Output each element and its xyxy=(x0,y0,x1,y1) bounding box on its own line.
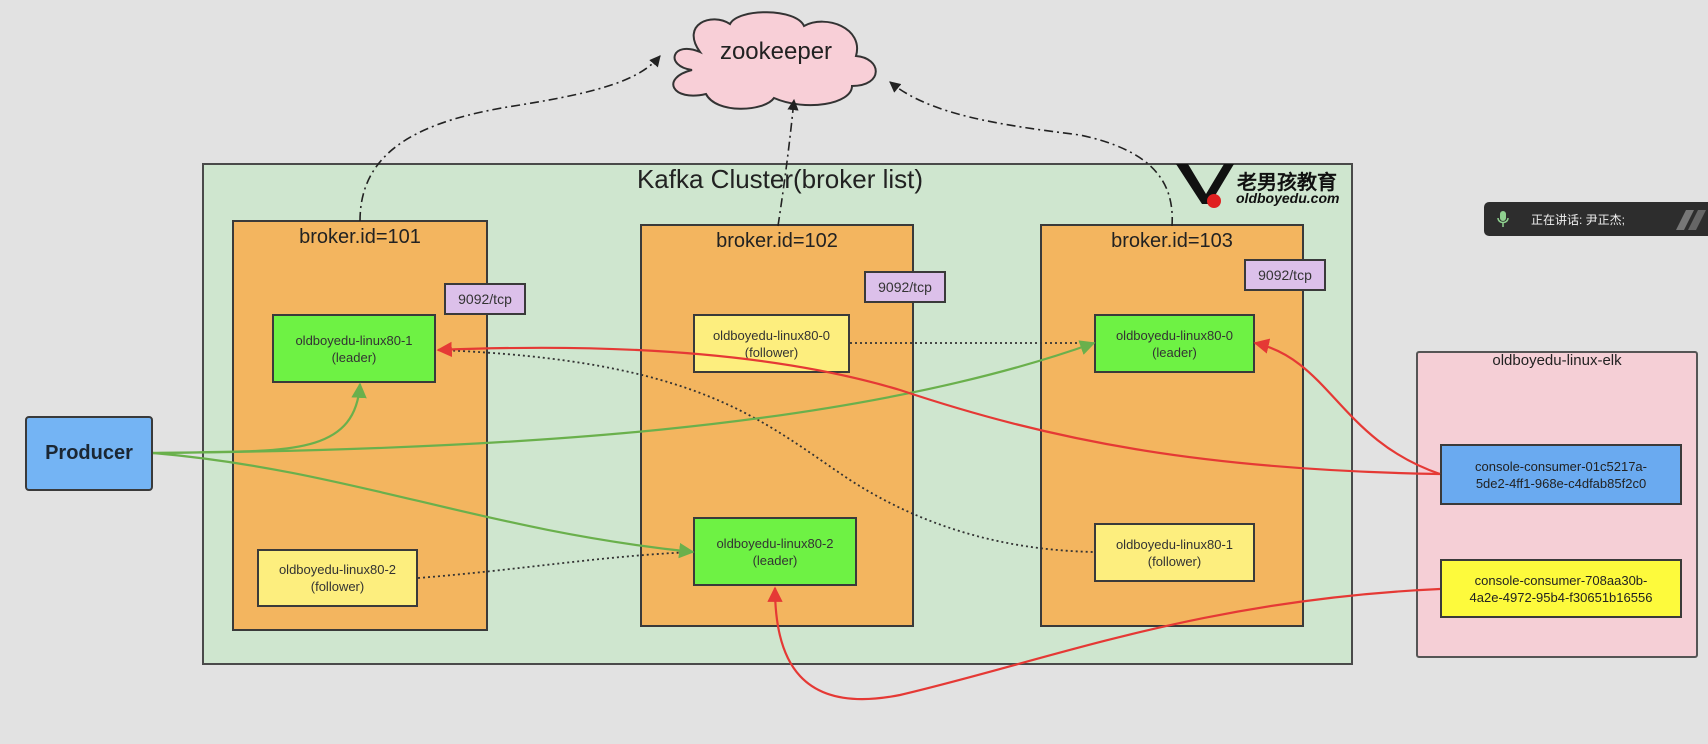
partition-leader: oldboyedu-linux80-1 (leader) xyxy=(272,314,436,383)
cluster-title: Kafka Cluster(broker list) xyxy=(636,164,924,194)
zk-link xyxy=(777,98,799,227)
partition-name: oldboyedu-linux80-1 xyxy=(295,332,413,348)
consumer-2: console-consumer-708aa30b- 4a2e-4972-95b… xyxy=(1440,559,1682,618)
consumer-id-line: console-consumer-01c5217a- xyxy=(1475,458,1647,474)
produce-arrow xyxy=(152,451,695,559)
partition-role: (follower) xyxy=(310,579,365,594)
speaking-text: 正在讲话: 尹正杰; xyxy=(1531,213,1626,227)
video-thumbnail-icon[interactable] xyxy=(1672,206,1706,232)
partition-name: oldboyedu-linux80-1 xyxy=(1115,536,1234,552)
consumer-id-line: console-consumer-708aa30b- xyxy=(1474,572,1648,588)
partition-role: (leader) xyxy=(752,552,798,568)
producer-node: Producer xyxy=(25,416,153,491)
logo-text-cn: 老男孩教育 xyxy=(1237,172,1337,194)
microphone-icon xyxy=(1497,211,1509,227)
consumer-1: console-consumer-01c5217a- 5de2-4ff1-968… xyxy=(1440,444,1682,505)
partition-role: (follower) xyxy=(1147,553,1202,569)
replication-link xyxy=(417,551,694,579)
replication-link xyxy=(437,349,1095,553)
produce-arrow xyxy=(152,382,367,455)
partition-leader: oldboyedu-linux80-2 (leader) xyxy=(693,517,857,586)
consume-arrow xyxy=(767,586,1441,701)
partition-name: oldboyedu-linux80-0 xyxy=(712,327,831,343)
port-badge: 9092/tcp xyxy=(1244,259,1326,291)
speaking-indicator xyxy=(1484,202,1708,236)
partition-name: oldboyedu-linux80-2 xyxy=(716,535,834,551)
partition-leader: oldboyedu-linux80-0 (leader) xyxy=(1094,314,1255,373)
partition-follower: oldboyedu-linux80-1 (follower) xyxy=(1094,523,1255,582)
partition-role: (follower) xyxy=(744,344,799,360)
partition-name: oldboyedu-linux80-0 xyxy=(1115,327,1234,343)
partition-follower: oldboyedu-linux80-2 (follower) xyxy=(257,549,418,607)
port-badge: 9092/tcp xyxy=(864,271,946,303)
oldboy-logo-icon xyxy=(1176,164,1234,208)
partition-role: (leader) xyxy=(1152,344,1197,360)
partition-role: (leader) xyxy=(331,349,377,365)
port-badge: 9092/tcp xyxy=(444,283,526,315)
zk-link xyxy=(359,55,661,222)
elk-title: oldboyedu-linux-elk xyxy=(1492,352,1622,369)
consume-arrow xyxy=(436,341,1441,476)
logo-text-en: oldboyedu.com xyxy=(1236,190,1340,206)
consume-arrow xyxy=(1253,338,1441,476)
partition-name: oldboyedu-linux80-2 xyxy=(278,562,397,577)
zk-link xyxy=(889,81,1173,227)
zookeeper-label: zookeeper xyxy=(719,38,833,65)
consumer-id-line: 5de2-4ff1-968e-c4dfab85f2c0 xyxy=(1475,475,1647,491)
broker-title: broker.id=102 xyxy=(716,230,838,252)
produce-arrow xyxy=(152,340,1096,455)
broker-title: broker.id=101 xyxy=(299,226,421,248)
consumer-id-line: 4a2e-4972-95b4-f30651b16556 xyxy=(1469,589,1653,605)
broker-title: broker.id=103 xyxy=(1111,230,1233,252)
